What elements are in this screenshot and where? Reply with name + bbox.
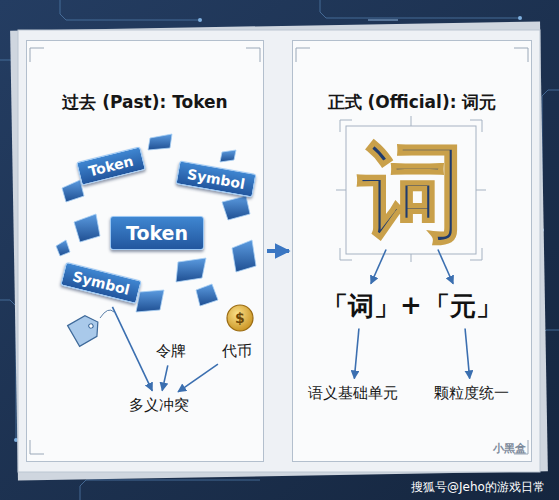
watermark: 搜狐号@Jeho的游戏日常 [411,479,545,496]
node-text: 多义冲突 [129,396,189,415]
node-text: 词 [359,136,465,247]
bracket-char: 「词」 [320,287,402,326]
token-tile: Token [76,146,146,185]
node-text: 「元」 [424,289,502,324]
symbol-tile: Symbol [60,262,142,304]
node-text: 令牌 [156,342,186,361]
flow-arrow [465,328,470,378]
node-text: Token [126,222,188,244]
node-text: Token [87,153,135,180]
node-text: Symbol [71,268,131,298]
flow-arrow [178,364,218,392]
plus-sign: + [400,290,422,320]
node-text: 「词」 [322,289,400,324]
result-text: 颗粒度统一 [430,382,513,405]
result-text: 语义基础单元 [304,382,402,405]
flow-arrow [354,328,359,378]
result-text: 多义冲突 [125,394,193,417]
flow-arrow [112,307,152,391]
bracket-char: 「元」 [422,287,504,326]
node-text: 颗粒度统一 [434,384,509,403]
term-text: 令牌 [152,340,190,363]
panel-card: 正式 (Official): 词元词「词」「元」语义基础单元 颗粒度统一 [292,40,532,462]
node-text: Symbol [186,166,246,192]
token-tile: Token [110,216,204,250]
flow-arrow [162,365,168,390]
card-title: 正式 (Official): 词元 [293,91,531,114]
flow-arrow [371,250,386,284]
watermark: 小黑盒 [493,441,526,456]
term-text: 代币 [218,340,256,363]
node-text: 代币 [222,342,252,361]
transition-arrow [267,249,289,253]
symbol-tile: Symbol [176,160,257,197]
glyph-char: 词 [355,136,469,247]
node-text: 语义基础单元 [308,384,398,403]
flow-arrow [438,250,453,284]
panel-card: 过去 (Past): TokenTokenSymbolTokenSymbol令牌… [26,40,264,462]
coin-symbol: $ [235,310,245,326]
card-title: 过去 (Past): Token [27,91,263,114]
